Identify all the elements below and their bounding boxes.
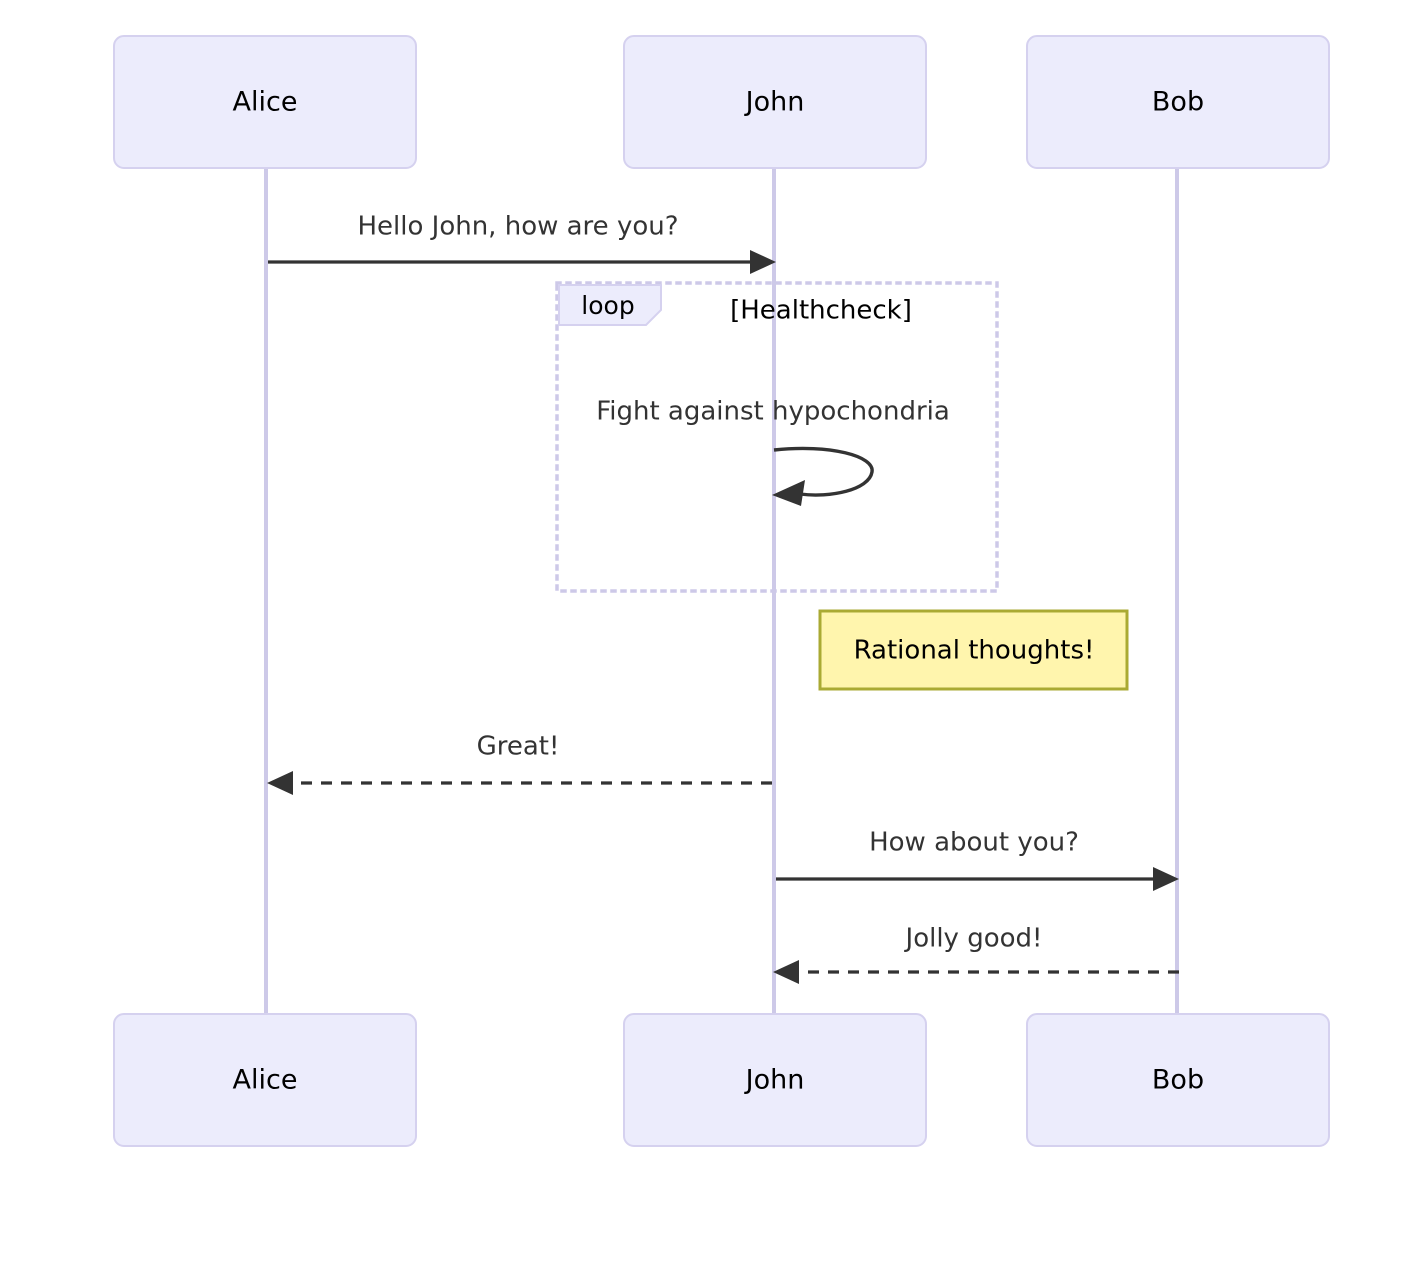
actor-bottom-alice-box	[113, 1013, 417, 1147]
actor-top-john[interactable]: John	[623, 35, 927, 169]
message-jolly-good-label: Jolly good!	[904, 924, 1043, 954]
loop-keyword-tab	[558, 284, 662, 326]
loop-frame-border	[555, 281, 999, 593]
actor-bottom-john-box	[623, 1013, 927, 1147]
actor-top-alice-label: Alice	[233, 87, 298, 118]
actor-top-bob-box	[1026, 35, 1330, 169]
message-how-about-you-label: How about you?	[869, 828, 1079, 858]
message-hello-john-label: Hello John, how are you?	[357, 212, 678, 242]
actor-top-alice-box	[113, 35, 417, 169]
message-hello-john[interactable]: Hello John, how are you?	[268, 212, 776, 275]
loop-keyword-label: loop	[581, 291, 634, 320]
message-jolly-good[interactable]: Jolly good!	[773, 924, 1179, 985]
note-rational-thoughts-box	[818, 609, 1129, 691]
message-great-label: Great!	[477, 732, 560, 762]
actor-bottom-bob[interactable]: Bob	[1026, 1013, 1330, 1147]
actor-top-alice[interactable]: Alice	[113, 35, 417, 169]
actor-top-john-box	[623, 35, 927, 169]
message-self-hypochondria-curve	[773, 446, 874, 497]
message-jolly-good-arrowhead	[773, 960, 799, 984]
loop-condition-label: [Healthcheck]	[730, 296, 912, 326]
actor-top-john-label: John	[744, 87, 805, 118]
note-rational-thoughts[interactable]: Rational thoughts!	[818, 609, 1129, 691]
message-great-arrowhead	[267, 771, 293, 795]
message-hello-john-arrowhead	[750, 250, 776, 274]
actor-bottom-john[interactable]: John	[623, 1013, 927, 1147]
actor-bottom-bob-label: Bob	[1152, 1065, 1204, 1096]
actor-top-bob[interactable]: Bob	[1026, 35, 1330, 169]
message-self-hypochondria-arrowhead	[772, 480, 805, 506]
message-great[interactable]: Great!	[267, 732, 772, 796]
actor-bottom-bob-box	[1026, 1013, 1330, 1147]
message-how-about-you[interactable]: How about you?	[776, 828, 1179, 892]
message-self-hypochondria[interactable]: Fight against hypochondria	[596, 397, 950, 507]
actor-bottom-john-label: John	[744, 1065, 805, 1096]
note-rational-thoughts-label: Rational thoughts!	[854, 636, 1095, 666]
message-how-about-you-arrowhead	[1153, 867, 1179, 891]
actor-bottom-alice[interactable]: Alice	[113, 1013, 417, 1147]
actor-bottom-alice-label: Alice	[233, 1065, 298, 1096]
actor-boxes-top: Alice John Bob	[113, 35, 1330, 169]
loop-fragment-healthcheck[interactable]: loop [Healthcheck]	[555, 281, 999, 593]
message-self-hypochondria-label: Fight against hypochondria	[596, 397, 950, 427]
actor-boxes-bottom: Alice John Bob	[113, 1013, 1330, 1147]
actor-top-bob-label: Bob	[1152, 87, 1204, 118]
